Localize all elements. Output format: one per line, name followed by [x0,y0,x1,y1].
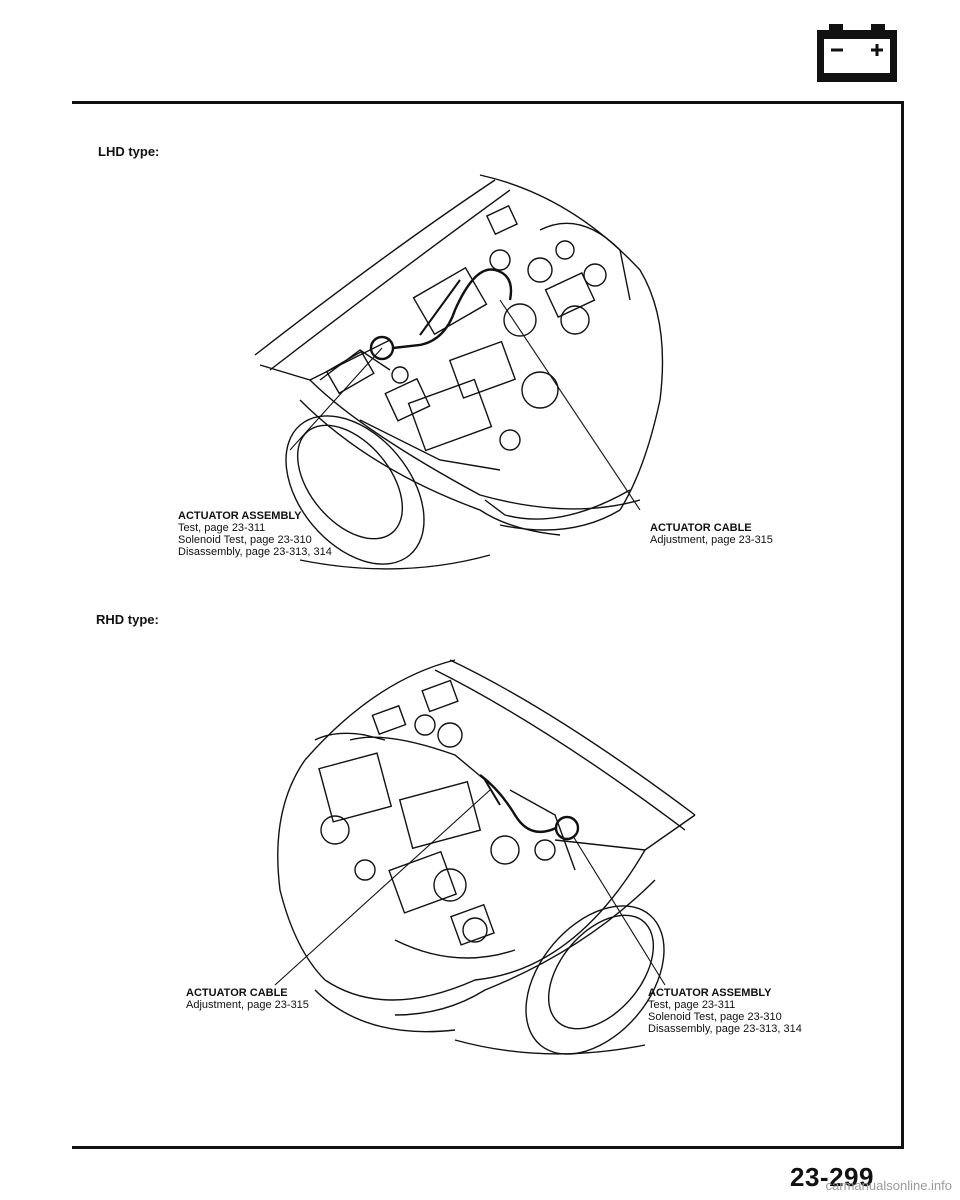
rhd-actuator-assembly-callout: ACTUATOR ASSEMBLY Test, page 23-311 Sole… [648,987,802,1035]
lhd-actuator-assembly-callout: ACTUATOR ASSEMBLY Test, page 23-311 Sole… [178,510,332,558]
callout-title: ACTUATOR ASSEMBLY [648,987,772,999]
callout-line: Disassembly, page 23-313, 314 [178,546,332,558]
lhd-type-label: LHD type: [98,144,160,159]
callout-title: ACTUATOR CABLE [186,987,288,999]
callout-line: Disassembly, page 23-313, 314 [648,1023,802,1035]
callout-title: ACTUATOR ASSEMBLY [178,510,302,522]
page-number: 23-299 [790,1162,874,1192]
lhd-actuator-cable-callout: ACTUATOR CABLE Adjustment, page 23-315 [650,522,773,546]
rhd-actuator-cable-callout: ACTUATOR CABLE Adjustment, page 23-315 [186,987,309,1011]
bottom-rule [72,1146,904,1149]
callout-line: Adjustment, page 23-315 [186,999,309,1011]
callout-line: Test, page 23-311 [178,522,266,534]
callout-line: Solenoid Test, page 23-310 [178,534,312,546]
rhd-engine-bay-diagram [274,659,696,1055]
callout-line: Solenoid Test, page 23-310 [648,1011,782,1023]
rhd-type-label: RHD type: [96,612,159,627]
callout-line: Adjustment, page 23-315 [650,534,773,546]
watermark-text: carmanualsonline.info [825,1178,952,1193]
callout-line: Test, page 23-311 [648,999,736,1011]
right-rule [901,101,904,1149]
callout-title: ACTUATOR CABLE [650,522,752,534]
top-rule [72,101,904,104]
battery-icon [817,24,897,82]
lhd-engine-bay-diagram [254,174,664,570]
